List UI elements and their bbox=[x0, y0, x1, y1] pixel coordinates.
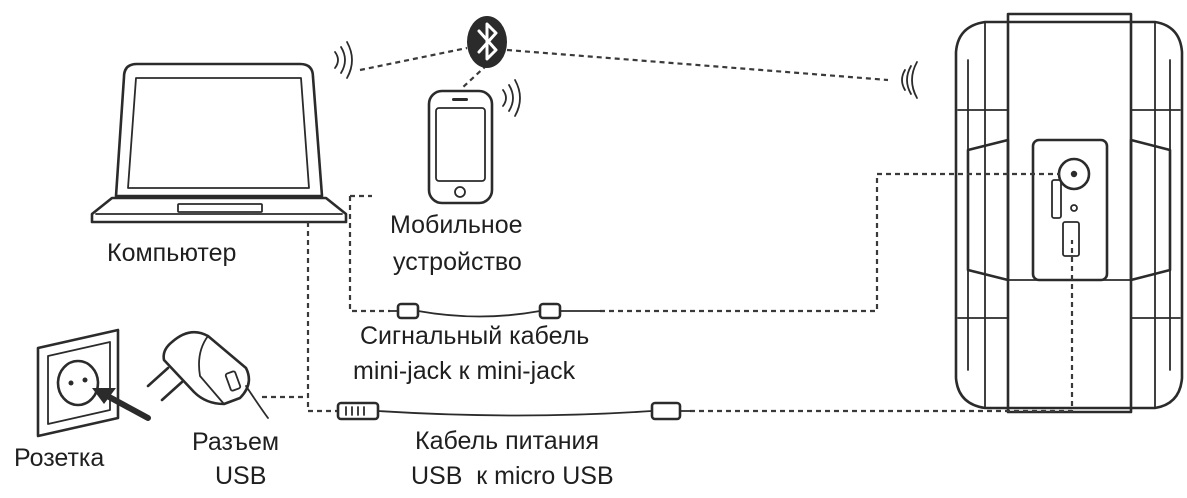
outlet-label: Розетка bbox=[14, 444, 104, 472]
power-cable-path bbox=[262, 222, 1074, 413]
power-cable-label-line2: USB к micro USB bbox=[411, 462, 614, 490]
usb-adapter-label-line1: Разъем bbox=[192, 428, 279, 456]
speaker-icon bbox=[954, 12, 1184, 414]
power-cable-label-line1: Кабель питания bbox=[415, 427, 599, 455]
computer-label: Компьютер bbox=[107, 239, 236, 267]
plug-direction-arrow bbox=[92, 388, 151, 421]
signal-cable-path bbox=[348, 172, 1060, 313]
laptop-icon bbox=[90, 62, 348, 224]
mobile-device-label-line1: Мобильное bbox=[390, 211, 523, 239]
signal-cable-label-line1: Сигнальный кабель bbox=[360, 322, 589, 350]
wall-outlet-icon bbox=[36, 328, 120, 438]
wireless-signal-icon bbox=[901, 61, 918, 99]
mobile-device-label-line2: устройство bbox=[393, 248, 522, 276]
micro-usb-plug bbox=[650, 401, 691, 421]
usb-power-adapter-icon bbox=[146, 330, 269, 419]
labels: Компьютер Мобильное устройство Сигнальны… bbox=[14, 211, 614, 490]
mini-jack-plug-left bbox=[389, 302, 541, 320]
usb-adapter-label-line2: USB bbox=[215, 462, 266, 490]
phone-icon bbox=[427, 89, 494, 205]
wireless-signal-icon bbox=[502, 79, 521, 117]
bluetooth-links bbox=[359, 46, 889, 89]
mini-jack-plug-right bbox=[538, 302, 601, 320]
signal-cable-label-line2: mini-jack к mini-jack bbox=[353, 357, 576, 385]
bluetooth-icon bbox=[467, 16, 507, 68]
usb-plug bbox=[336, 401, 653, 421]
wireless-signal-icon bbox=[334, 41, 353, 79]
